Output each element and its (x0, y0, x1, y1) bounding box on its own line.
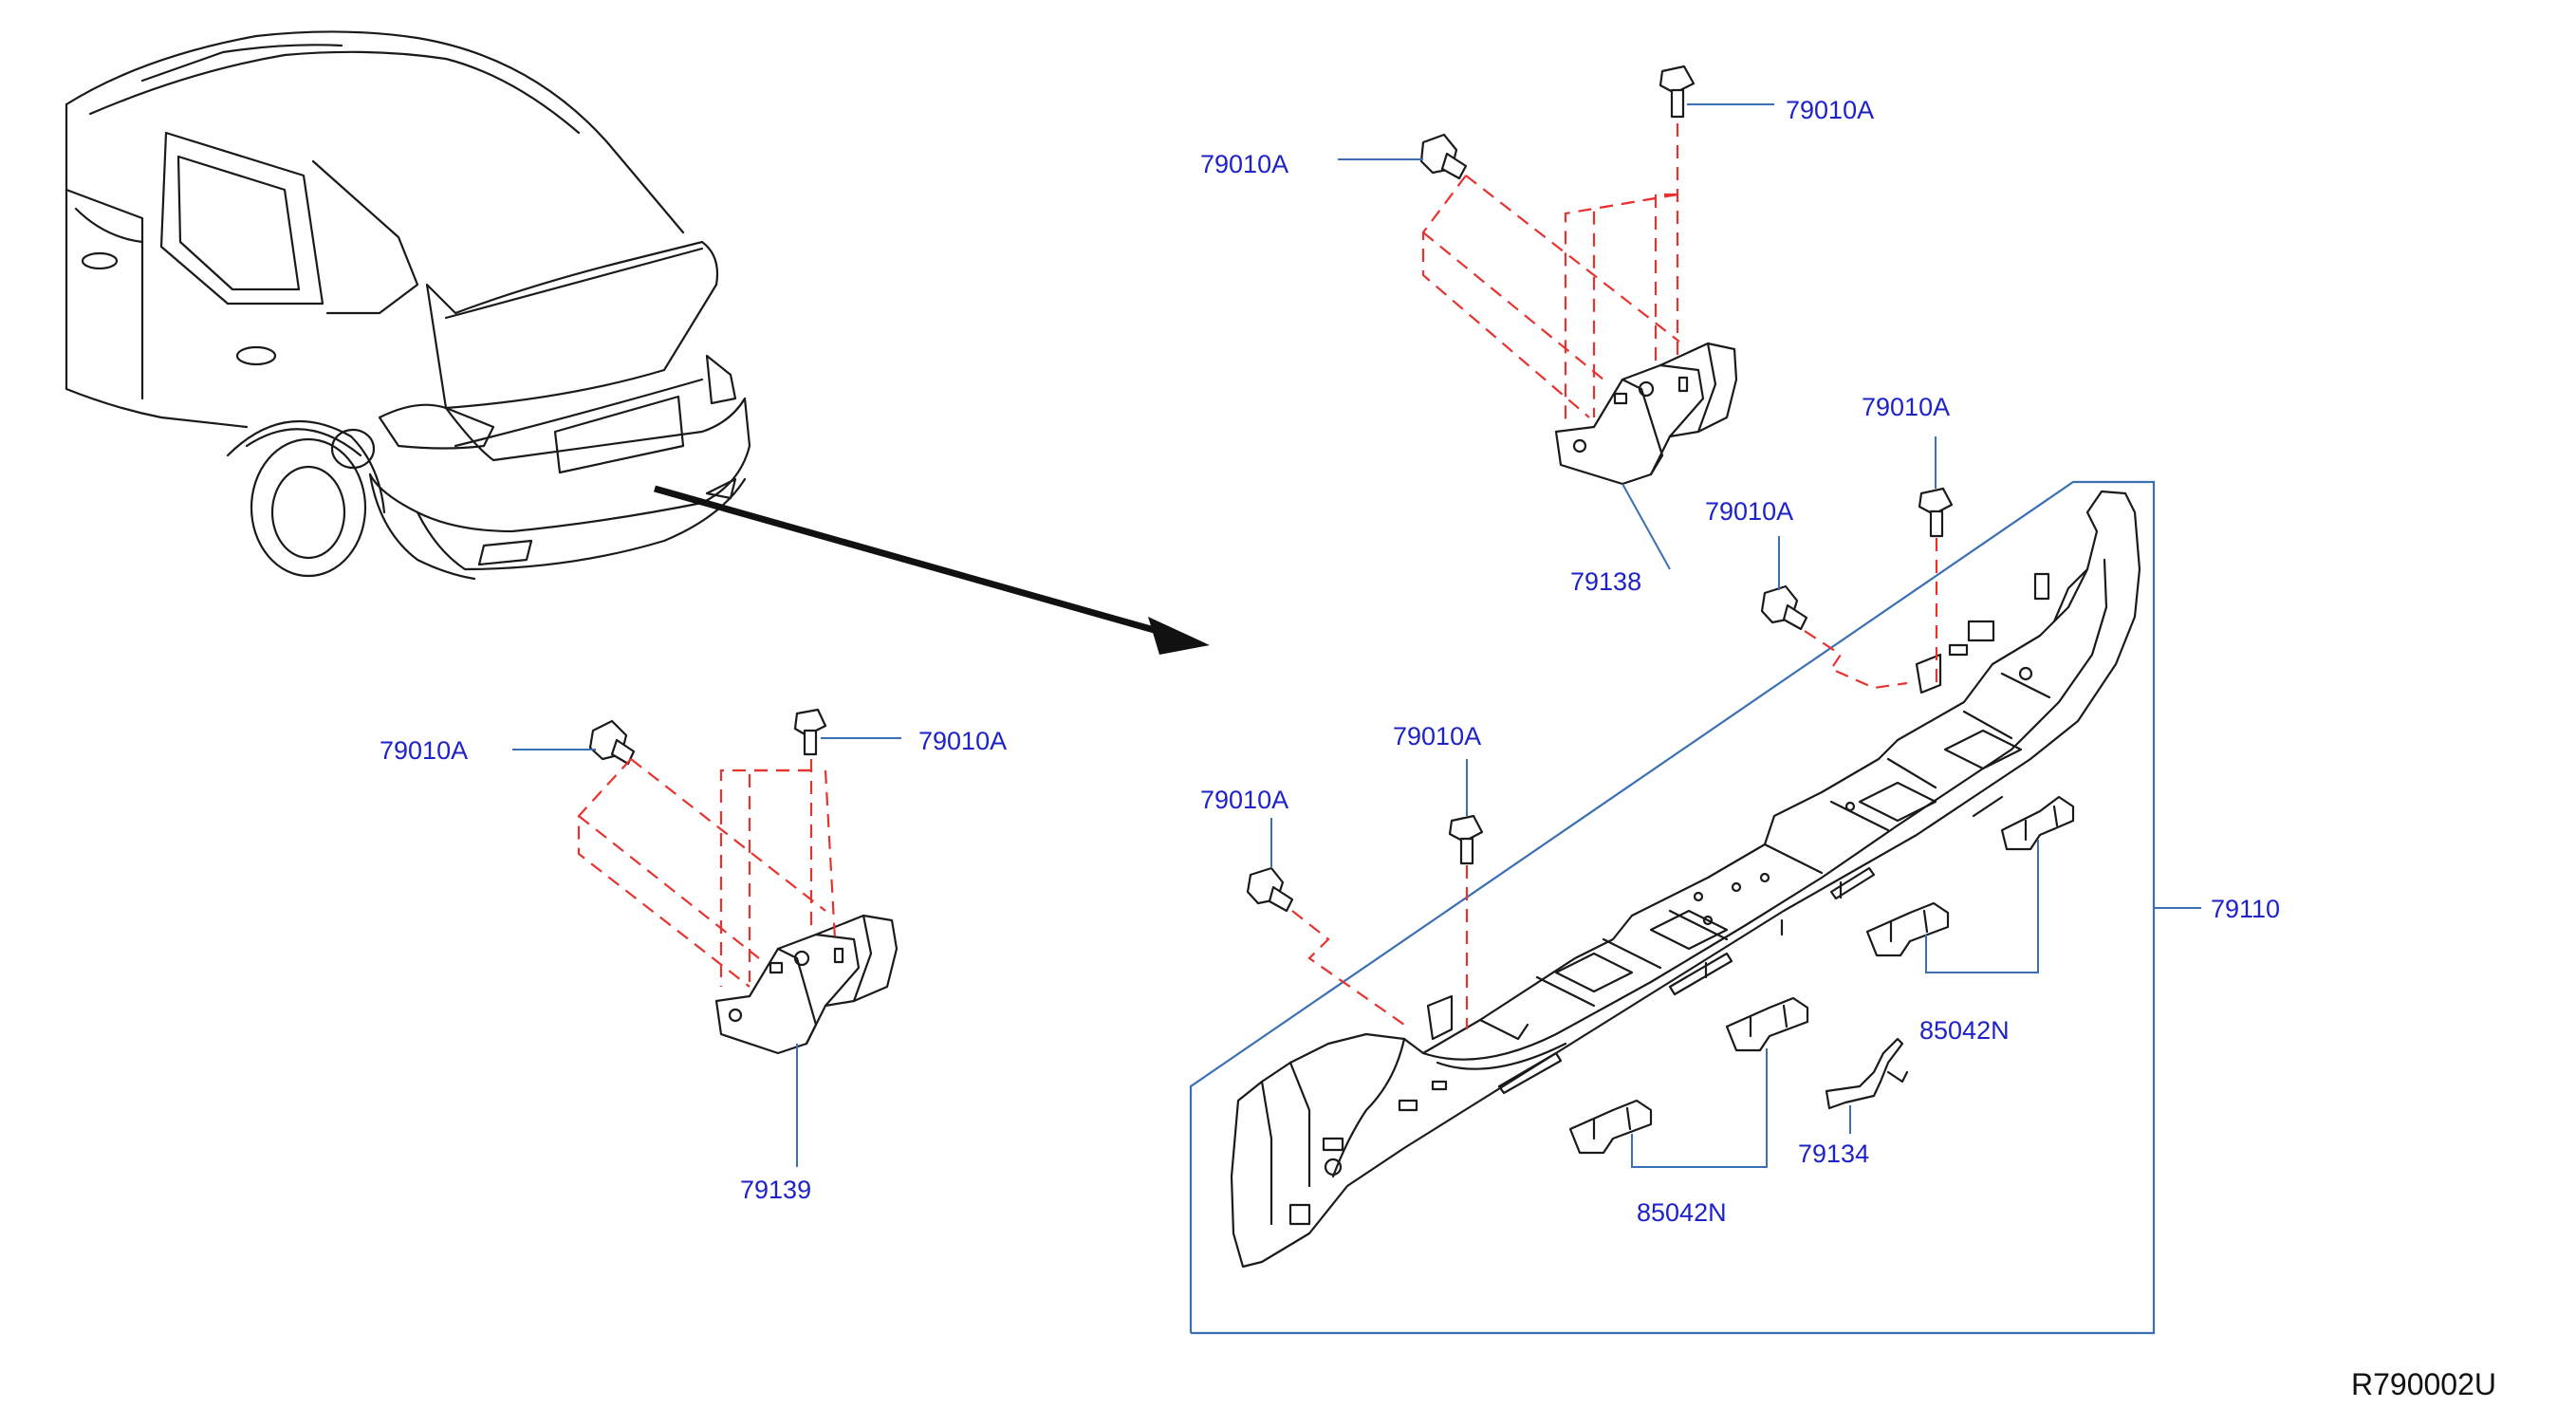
bolt-member-3 (1760, 584, 1808, 631)
assembly-dashes-left (577, 758, 837, 988)
clip-85042n-4 (2000, 795, 2075, 851)
assembly-dashes-top (1421, 123, 1680, 422)
direction-arrow (654, 485, 1210, 655)
label-bolt-top-bracket-b: 79010A (1786, 96, 1874, 124)
bolt-left-a (588, 719, 636, 766)
assembly-frame (1189, 480, 2156, 1335)
label-bolt-member-3: 79010A (1705, 497, 1793, 526)
label-bolt-left-bracket-a: 79010A (380, 736, 468, 765)
clip-85042n-1 (1568, 1099, 1653, 1155)
label-clip-group-lower: 85042N (1637, 1198, 1727, 1227)
label-bracket-left: 79139 (740, 1176, 811, 1204)
vehicle-illustration (65, 30, 751, 581)
bolt-top-b (1659, 65, 1696, 119)
clip-85042n-2 (1725, 996, 1809, 1052)
label-harness-bracket: 79134 (1798, 1139, 1869, 1168)
label-bolt-left-bracket-b: 79010A (918, 727, 1007, 755)
harness-bracket-79134 (1825, 1037, 1909, 1110)
diagram-code: R790002U (2351, 1367, 2496, 1401)
label-bolt-member-4: 79010A (1862, 393, 1950, 421)
bolt-left-b (793, 708, 827, 756)
bolt-member-1 (1246, 866, 1294, 913)
bracket-right-79138 (1554, 342, 1738, 486)
label-clip-group-upper: 85042N (1919, 1016, 2010, 1045)
bolt-member-4 (1918, 487, 1954, 538)
label-member-assembly: 79110 (2211, 895, 2280, 923)
bolt-member-2 (1448, 814, 1484, 865)
label-bracket-right: 79138 (1570, 567, 1641, 596)
label-bolt-top-bracket-a: 79010A (1200, 150, 1288, 178)
assembly-dashes-member (1291, 538, 1938, 1029)
label-bolt-member-2: 79010A (1393, 722, 1481, 750)
bolt-top-a (1419, 133, 1468, 180)
rear-member-79110 (1230, 490, 2141, 1269)
bracket-left-79139 (714, 914, 899, 1055)
clip-85042n-3 (1865, 901, 1950, 957)
label-bolt-member-1: 79010A (1200, 786, 1288, 814)
leader-lines (512, 103, 2201, 1168)
